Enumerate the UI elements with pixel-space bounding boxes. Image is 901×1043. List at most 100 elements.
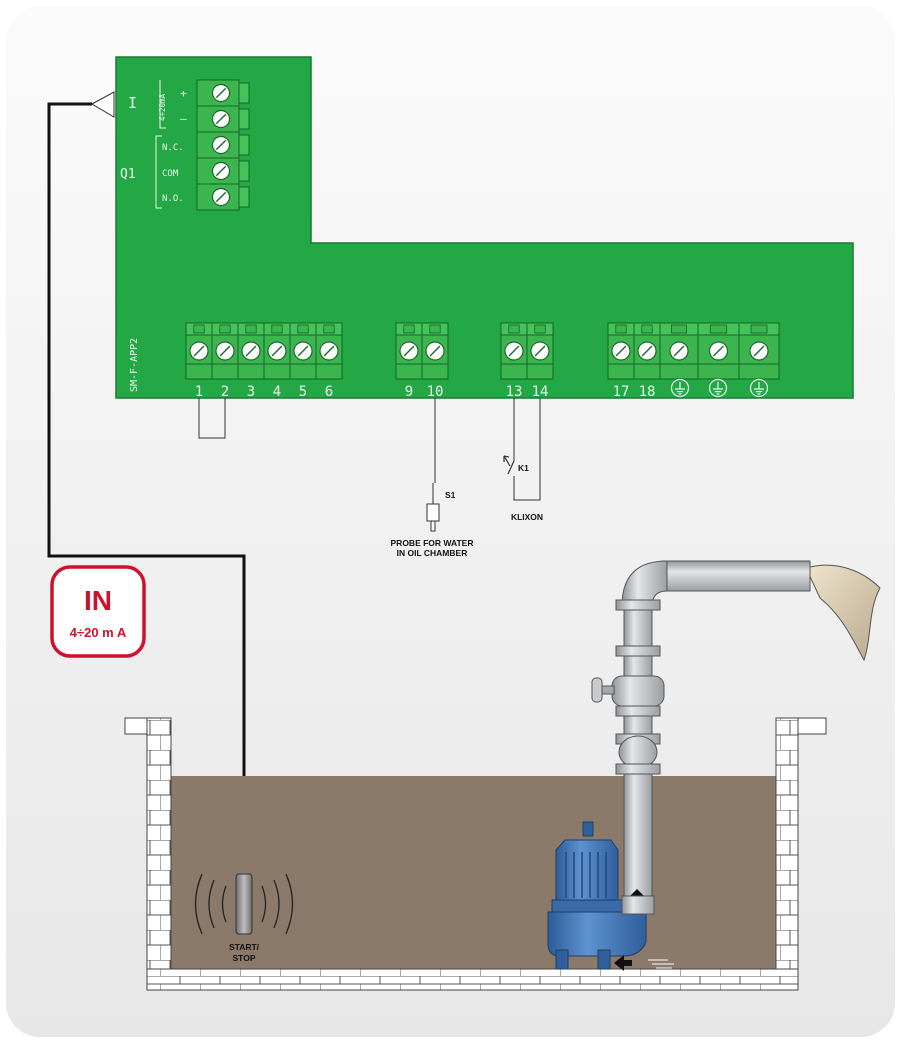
- ground-icon: [670, 378, 690, 398]
- screw-terminal-icon: [708, 341, 729, 361]
- sensor-cable: [47, 91, 246, 874]
- pipe-flange: [615, 705, 661, 717]
- terminal-number-3: 3: [247, 384, 255, 400]
- pit-floor: [146, 968, 799, 991]
- terminal-cell: [738, 322, 780, 380]
- terminal-cell: [607, 322, 635, 380]
- terminal-cell: [697, 322, 740, 380]
- input-badge: IN 4÷20 m A: [50, 565, 146, 658]
- input-badge-subtitle: 4÷20 m A: [70, 625, 127, 640]
- wastewater-liquid: [171, 776, 776, 969]
- relay-nc-label: N.C.: [162, 143, 184, 153]
- terminal-number-18: 18: [639, 384, 656, 400]
- probe-body: [426, 503, 440, 522]
- klixon-caption: KLIXON: [511, 512, 543, 522]
- level-sensor-body: [235, 873, 253, 935]
- screw-terminal-icon: [211, 109, 231, 129]
- discharge-water: [805, 564, 881, 662]
- screw-terminal-icon: [611, 341, 631, 361]
- valve-icon: [591, 675, 665, 707]
- screw-terminal-icon: [241, 341, 261, 361]
- screw-terminal-icon: [425, 341, 445, 361]
- submersible-pump: [547, 821, 674, 971]
- input-range-label: 4÷20mA: [158, 93, 167, 121]
- terminal-numbers: 1 2 3 4 5 6 9 10 13 14 17 18: [195, 384, 656, 400]
- klixon-wire: [513, 398, 541, 501]
- terminal-number-6: 6: [325, 384, 333, 400]
- input-minus-label: –: [180, 112, 187, 125]
- terminal-cell: [237, 322, 265, 380]
- level-sensor: START/ STOP: [194, 873, 294, 963]
- arrow-left-icon: [614, 955, 632, 971]
- water-probe: S1 PROBE FOR WATER IN OIL CHAMBER: [391, 398, 474, 558]
- klixon-id-label: K1: [518, 463, 529, 473]
- terminal-number-14: 14: [532, 384, 549, 400]
- screw-terminal-icon: [211, 83, 231, 103]
- pipe-flange: [615, 763, 661, 775]
- terminal-cell: [289, 322, 317, 380]
- terminal-cell: [315, 322, 343, 380]
- left-wall-cap: [124, 717, 148, 735]
- board-pcb: [115, 56, 854, 399]
- control-board: SM-F-APP2 I 4÷20mA + – Q1 N.C. COM N.O. …: [115, 56, 854, 400]
- screw-terminal-icon: [319, 341, 339, 361]
- pump-volute: [547, 911, 647, 957]
- terminal-cell: [421, 322, 449, 380]
- terminal-number-5: 5: [299, 384, 307, 400]
- board-model-label: SM-F-APP2: [129, 338, 140, 392]
- terminal-number-1: 1: [195, 384, 203, 400]
- relay-com-label: COM: [162, 169, 179, 179]
- screw-terminal-icon: [749, 341, 769, 361]
- terminal-cell: [196, 79, 250, 107]
- terminal-cell: [263, 322, 291, 380]
- input-label: I: [128, 94, 137, 112]
- right-wall-cap: [797, 717, 827, 735]
- pump-collar: [551, 899, 623, 913]
- input-badge-frame: [50, 565, 146, 658]
- relay-bracket: [155, 135, 162, 209]
- sensor-caption-line2: STOP: [233, 953, 256, 963]
- pump-outlet: [621, 895, 655, 915]
- terminal-cell: [659, 322, 699, 380]
- jumper-wire-1-2: [198, 398, 226, 439]
- sound-wave-icon: [194, 873, 294, 935]
- ground-icons: [670, 378, 769, 398]
- input-badge-title: IN: [84, 585, 112, 616]
- probe-id-label: S1: [445, 490, 456, 500]
- input-bracket: [159, 80, 166, 129]
- terminal-cell: [526, 322, 554, 380]
- screw-terminal-icon: [504, 341, 524, 361]
- input-relay-terminal-block: [196, 79, 250, 211]
- probe-caption-line1: PROBE FOR WATER: [391, 538, 474, 548]
- terminal-cell: [196, 105, 250, 133]
- pump-handle: [582, 821, 594, 837]
- probe-tip: [430, 520, 436, 532]
- terminal-cell: [633, 322, 661, 380]
- relay-label: Q1: [120, 167, 136, 182]
- intake-flow-lines: [648, 959, 674, 969]
- terminal-cell: [185, 322, 213, 380]
- terminal-cell: [211, 322, 239, 380]
- terminal-cell: [395, 322, 423, 380]
- pump-cooling-fins: [565, 852, 607, 898]
- screw-terminal-icon: [293, 341, 313, 361]
- screw-terminal-icon: [637, 341, 657, 361]
- screw-terminal-icon: [530, 341, 550, 361]
- cable-connector-arrow: [90, 91, 115, 118]
- probe-caption-line2: IN OIL CHAMBER: [397, 548, 468, 558]
- main-terminal-blocks: [185, 322, 780, 380]
- ground-icon: [708, 378, 728, 398]
- pipe-flange: [615, 645, 661, 657]
- relay-no-label: N.O.: [162, 194, 184, 204]
- left-wall: [146, 717, 172, 991]
- terminal-cell: [196, 183, 250, 211]
- screw-terminal-icon: [211, 161, 231, 181]
- screw-terminal-icon: [399, 341, 419, 361]
- terminal-number-17: 17: [613, 384, 630, 400]
- terminal-number-2: 2: [221, 384, 229, 400]
- check-valve: [618, 735, 658, 769]
- terminal-number-9: 9: [405, 384, 413, 400]
- screw-terminal-icon: [211, 187, 231, 207]
- klixon-arrow-icon: [503, 455, 511, 467]
